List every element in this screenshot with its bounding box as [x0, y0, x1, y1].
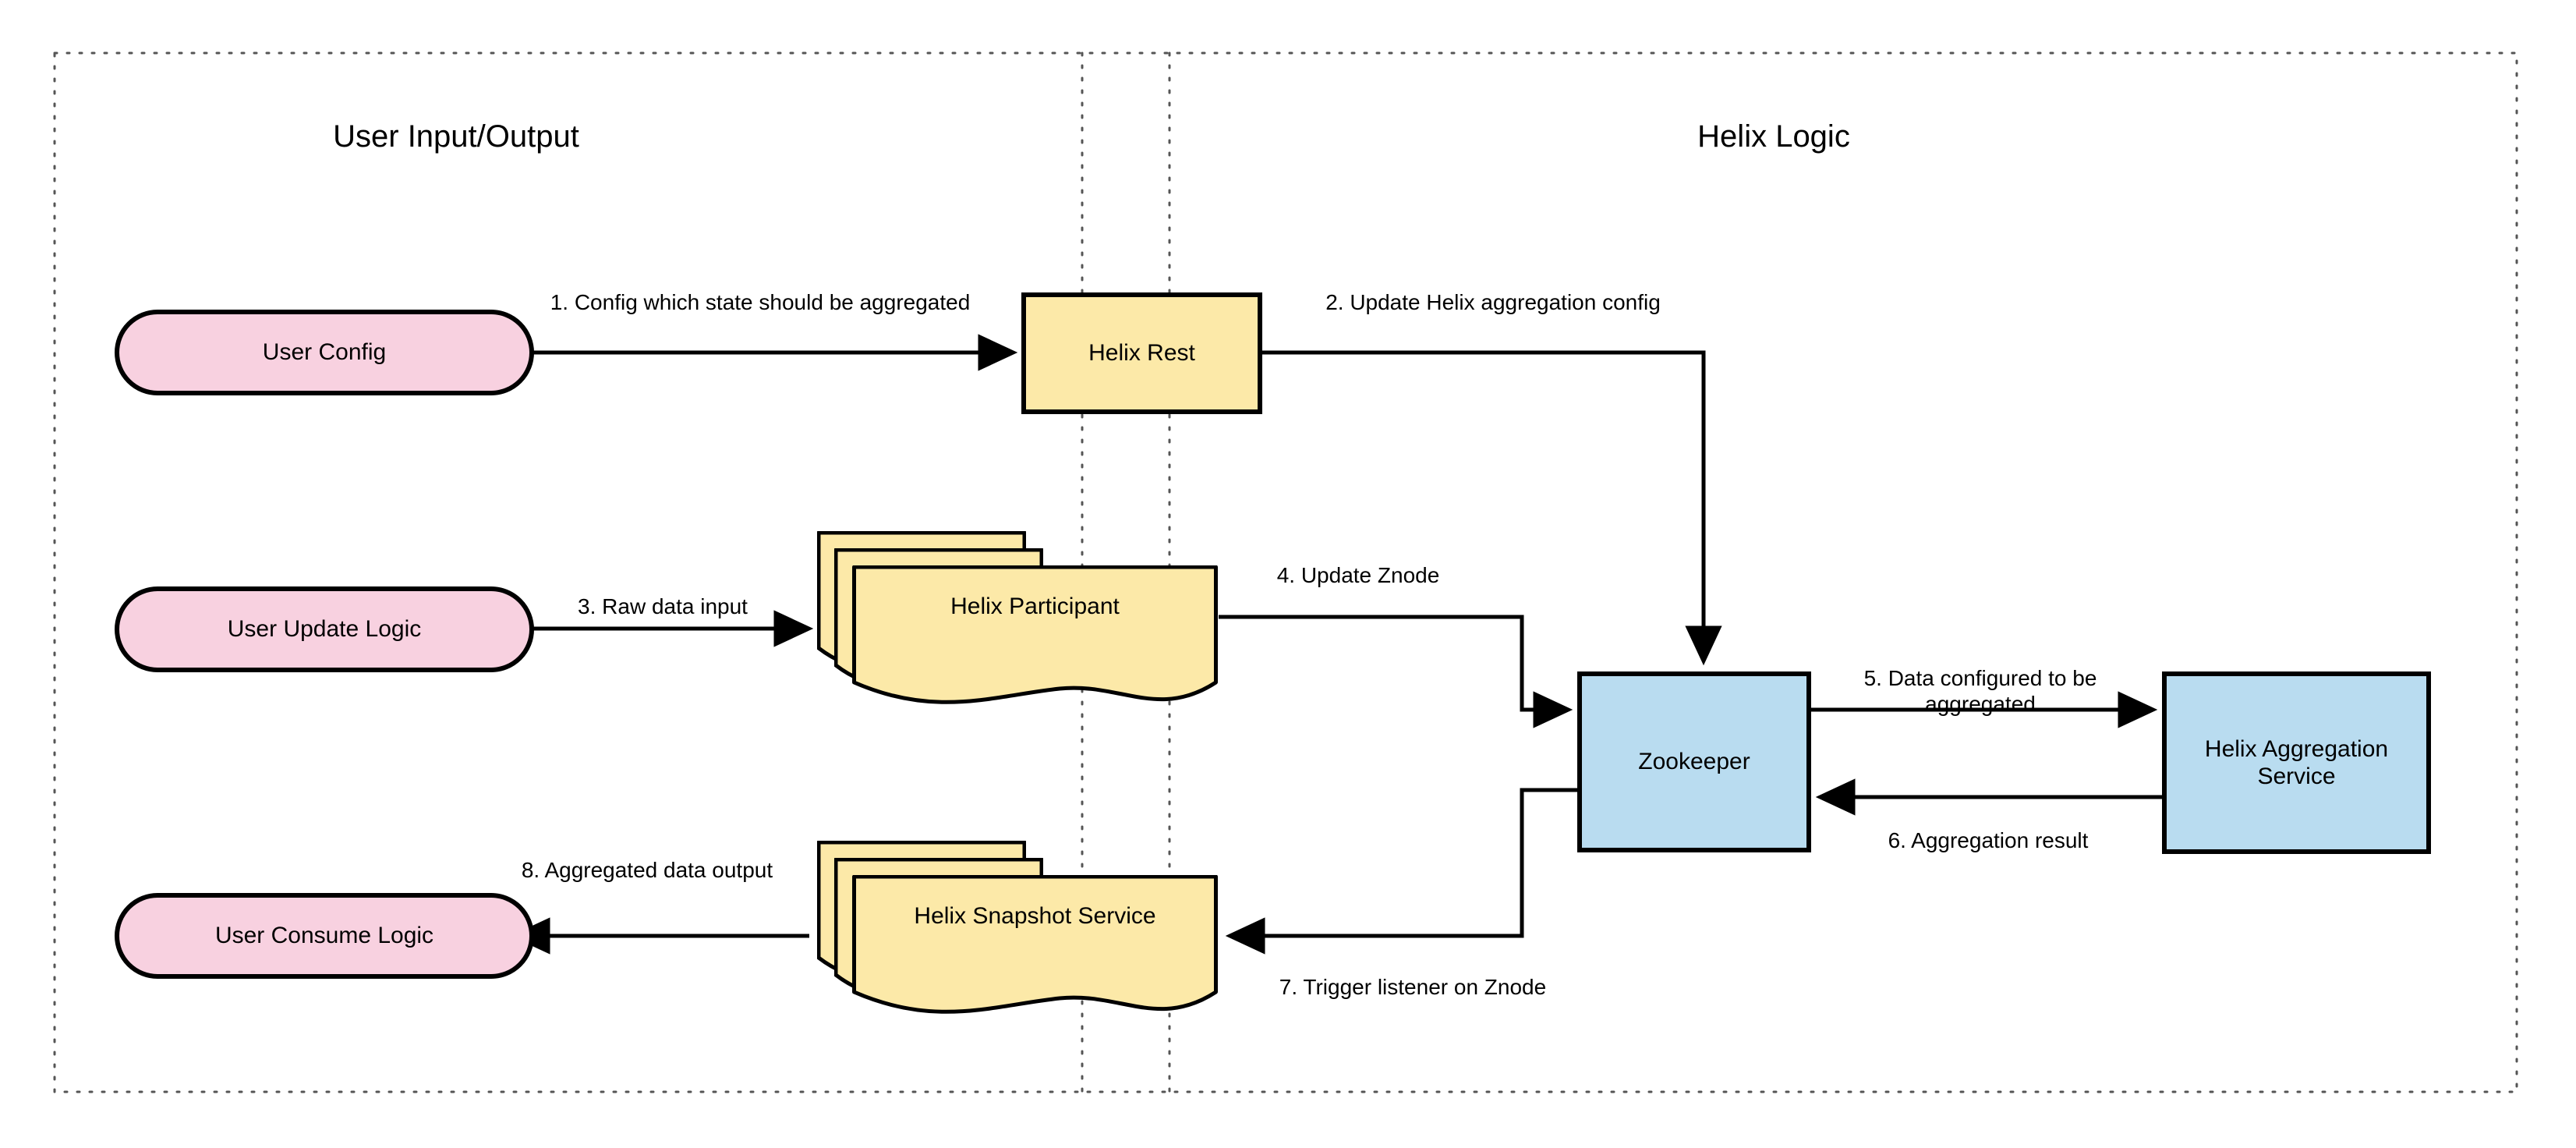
edge-2-path: [1260, 350, 1722, 666]
node-helix-participant[interactable]: [819, 533, 1215, 702]
diagram-outer-border: [53, 51, 2518, 1093]
swimlane-frame: [53, 51, 2518, 1093]
node-helix-snapshot-service[interactable]: [819, 842, 1215, 1012]
edge-4-path: [1219, 615, 1573, 728]
node-user-update-logic[interactable]: [115, 586, 534, 672]
node-zookeeper[interactable]: [1577, 671, 1811, 852]
node-helix-rest[interactable]: [1021, 292, 1262, 414]
edge-7-path: [1225, 788, 1580, 955]
node-user-config[interactable]: [115, 310, 534, 395]
node-helix-aggregation-service[interactable]: [2162, 671, 2431, 854]
node-user-consume-logic[interactable]: [115, 893, 534, 979]
